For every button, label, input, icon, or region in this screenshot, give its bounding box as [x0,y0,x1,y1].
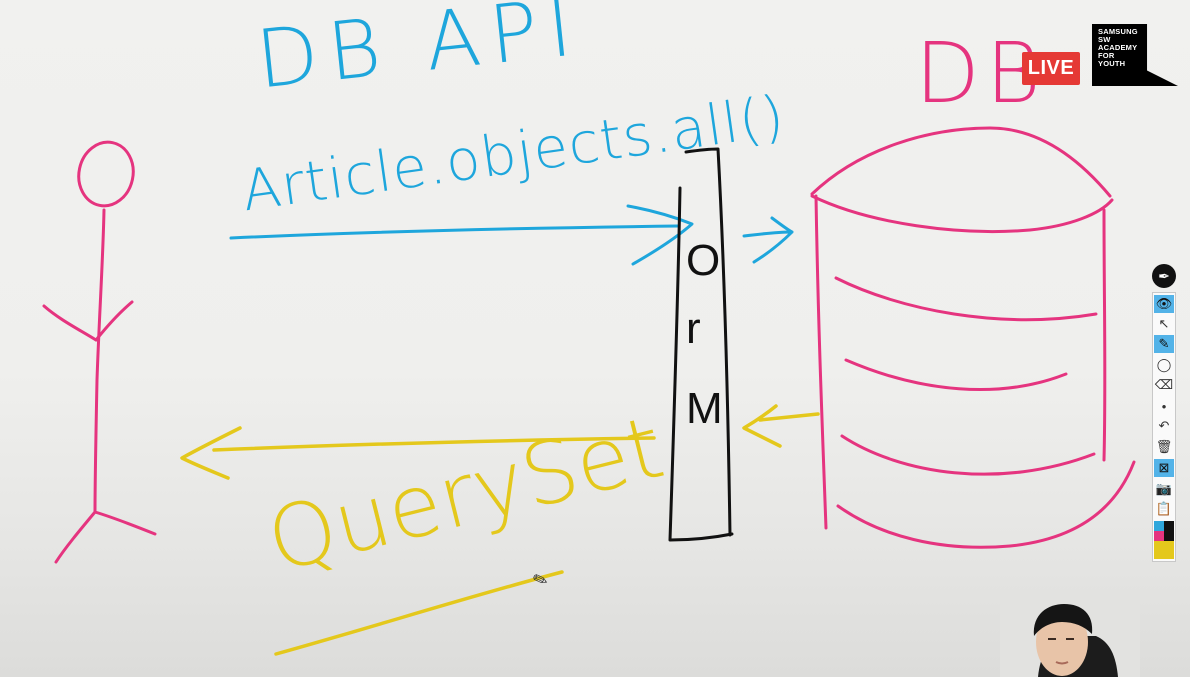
response-arrow [180,404,820,656]
presenter-image [1000,596,1140,677]
color-swatch-black[interactable] [1164,521,1174,531]
orm-letter-r: r [686,304,701,353]
toolbar-body: 👁 ↖ ✎ ◯ ⌫ • ↶ 🗑 ⊠ 📷 📋 [1152,292,1176,562]
annotation-toolbar: ✒ 👁 ↖ ✎ ◯ ⌫ • ↶ 🗑 ⊠ 📷 📋 [1152,264,1176,564]
undo-icon[interactable]: ↶ [1158,418,1170,433]
pen-icon[interactable]: ✎ [1154,335,1174,353]
orm-letter-m: M [686,384,723,433]
logo-line: SAMSUNG [1098,27,1138,36]
color-swatch-black-2[interactable] [1164,531,1174,541]
color-swatch-yellow[interactable] [1154,541,1174,559]
orm-letter-o: O [686,236,721,285]
clipboard-icon[interactable]: 📋 [1155,501,1173,516]
live-badge: LIVE [1022,52,1080,85]
dot-icon[interactable]: • [1161,398,1167,414]
stick-figure [42,140,157,564]
db-label: DB [915,24,1047,122]
clear-icon[interactable]: ⊠ [1154,459,1174,477]
eye-icon[interactable]: 👁 [1154,295,1174,313]
database-cylinder [810,126,1136,549]
presenter-webcam [1000,596,1140,677]
logo-line: YOUTH [1098,59,1126,68]
color-swatch-pink[interactable] [1154,531,1164,541]
color-swatch-blue[interactable] [1154,521,1164,531]
orm-box [668,147,734,542]
lasso-icon[interactable]: ◯ [1156,357,1172,372]
trash-icon[interactable]: 🗑 [1155,439,1173,454]
request-arrow [229,204,794,266]
logo-line: FOR [1098,51,1115,60]
logo-line: SW [1098,35,1111,44]
logo-line: ACADEMY [1098,43,1138,52]
camera-icon[interactable]: 📷 [1155,481,1173,496]
pointer-icon[interactable]: ↖ [1158,316,1170,331]
pen-logo-icon[interactable]: ✒ [1152,264,1176,288]
eraser-icon[interactable]: ⌫ [1154,377,1174,392]
